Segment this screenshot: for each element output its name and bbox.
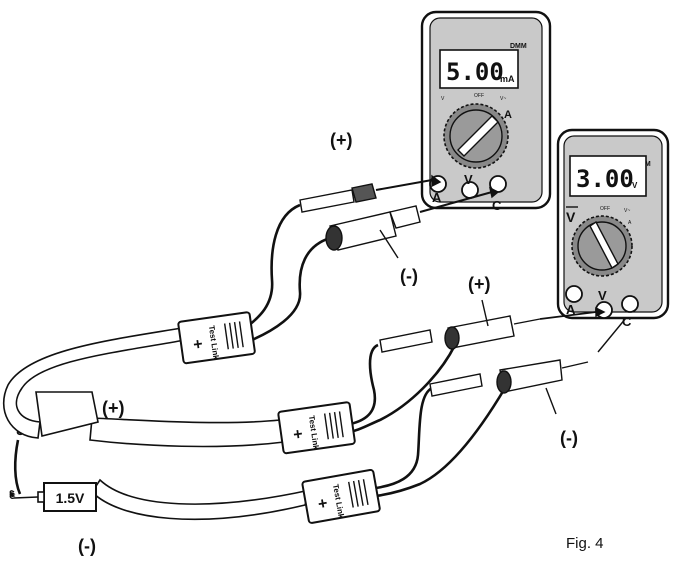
meter-2-probe-neg: [429, 317, 627, 415]
multimeter-2: DMM 3.00 V V OFF V~ A A V C: [556, 128, 670, 329]
figure-caption: Fig. 4: [566, 535, 604, 552]
meter-2-jack-c[interactable]: [621, 295, 639, 313]
meter-1-brand: DMM: [510, 43, 527, 50]
ribbon-link3: [90, 478, 312, 521]
meter-2-reading: 3.00: [576, 165, 634, 193]
meter-1-probe-neg: [325, 186, 500, 259]
wire-m1-neg: [251, 236, 331, 342]
wire-m2-pos-b: [349, 344, 457, 434]
battery-wire-left: [13, 439, 22, 495]
label-m2-pos: (+): [468, 274, 491, 294]
meter-2-jack-c-label: C: [622, 314, 632, 329]
meter-2-dial-pointer: [589, 220, 619, 270]
meter-2-dial-off: OFF: [600, 206, 610, 212]
battery-spring-bottom: [9, 490, 39, 500]
multimeter-1: DMM 5.00 mA V OFF V~ A A V C: [420, 10, 552, 213]
wire-m2-neg-b: [375, 387, 507, 498]
ribbon-link1: [3, 327, 186, 439]
test-link-1-plus: +: [192, 336, 204, 354]
wire-m1-pos: [247, 203, 301, 328]
meter-1-reading: 5.00: [446, 58, 504, 86]
meter-2-jack-a-label: A: [566, 302, 576, 317]
meter-2-probe-pos: [379, 299, 606, 353]
meter-2-unit: V: [632, 181, 638, 190]
meter-2-jack-a[interactable]: [565, 285, 583, 303]
meter-1-unit: mA: [500, 74, 515, 84]
wire-m2-pos-a: [349, 343, 379, 426]
battery-top-connector: [35, 391, 99, 437]
meter-1-jack-a-label: A: [432, 190, 442, 205]
label-m1-pos: (+): [330, 130, 353, 150]
wires: [13, 203, 507, 498]
battery: 1.5V: [9, 482, 97, 512]
ribbon-link2: [89, 417, 285, 448]
meter-2-jack-v-label: V: [598, 288, 607, 303]
meter-1-dial-vac: V~: [500, 96, 506, 102]
meter-1-jack-c-label: C: [492, 198, 502, 213]
meter-1-dial-v: V: [441, 96, 445, 102]
test-link-2: + Test Link: [277, 401, 356, 455]
label-battery-neg: (-): [78, 536, 96, 556]
test-link-2-plus: +: [292, 426, 304, 444]
test-link-1: + Test Link: [177, 311, 256, 365]
meter-1-jack-v-label: V: [464, 172, 473, 187]
label-m2-neg: (-): [560, 428, 578, 448]
meter-2-display: [569, 155, 647, 197]
meter-1-dial-off: OFF: [474, 93, 484, 99]
label-m1-neg: (-): [400, 266, 418, 286]
meter-2-dial-v: V: [566, 209, 576, 225]
meter-1-display: [439, 49, 519, 89]
meter-1-dial-a: A: [504, 109, 512, 121]
battery-label: 1.5V: [56, 490, 85, 506]
meter-1-probe-pos: [299, 174, 442, 213]
test-link-3-plus: +: [317, 495, 329, 513]
wire-m2-neg-a: [375, 386, 433, 490]
meter-2-dial-vac: V~: [624, 208, 630, 214]
label-battery-pos: (+): [102, 398, 125, 418]
test-link-3: + Test Link: [301, 468, 381, 524]
meter-1-dial-pointer: [457, 115, 499, 157]
meter-2-dial-a: A: [628, 220, 632, 226]
